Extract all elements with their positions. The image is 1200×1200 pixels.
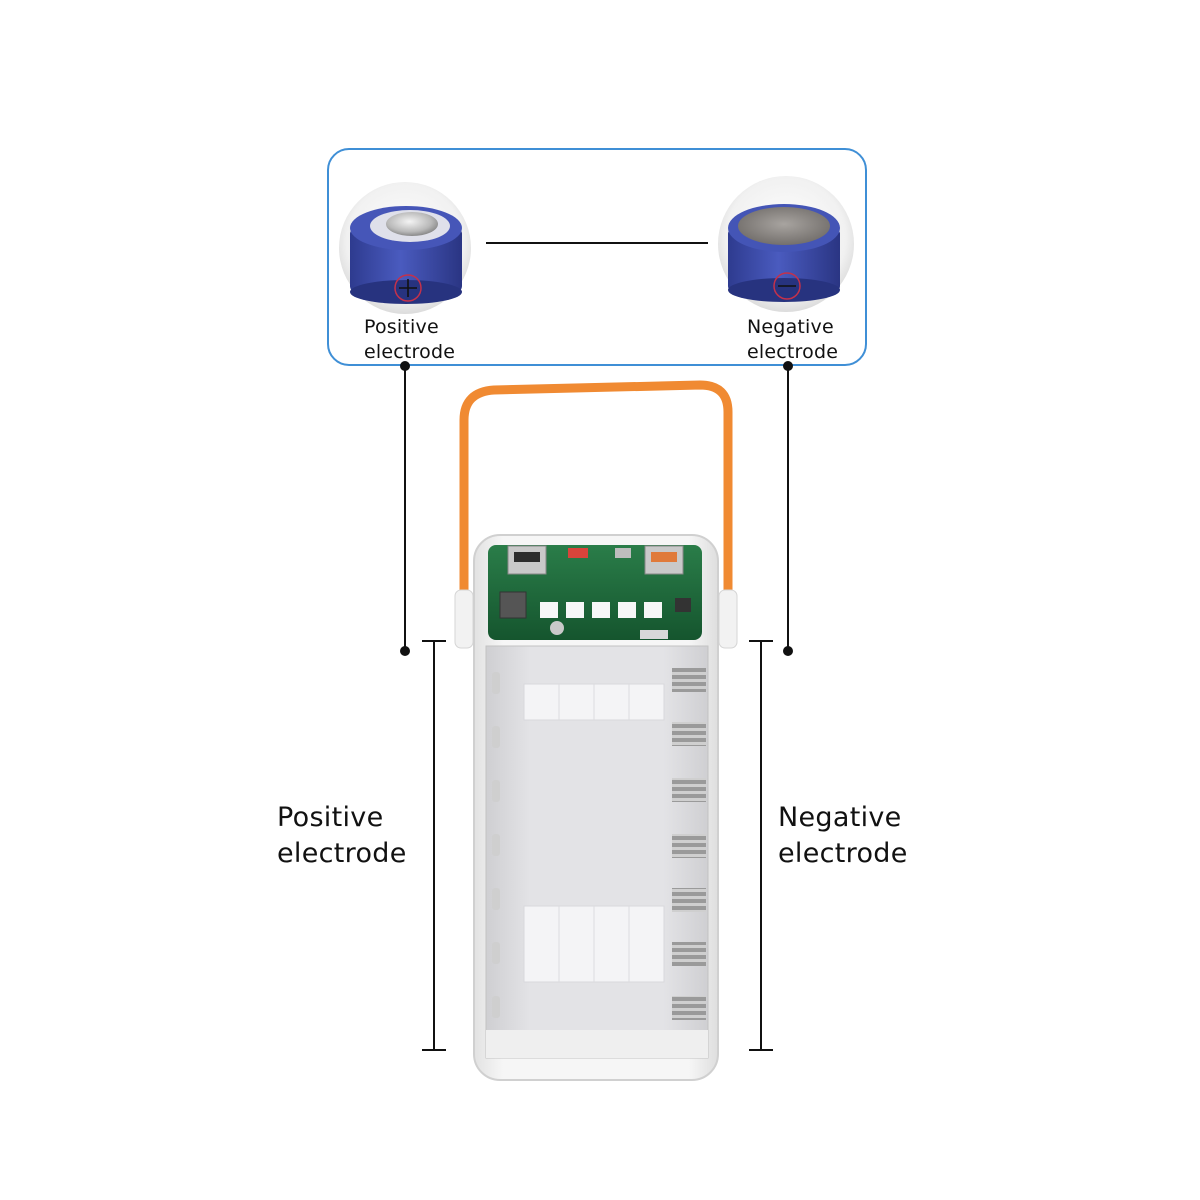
battery-case bbox=[473, 534, 719, 1081]
callout-positive-label-line1: Positive bbox=[364, 316, 439, 338]
callout-negative-label-line1: Negative bbox=[747, 316, 834, 338]
plus-icon bbox=[394, 274, 422, 302]
callout-positive-label-line2: electrode bbox=[364, 341, 456, 364]
main-negative-label-line2: electrode bbox=[778, 837, 908, 869]
positive-range-bracket bbox=[422, 640, 446, 1051]
main-positive-label-line1: Positive bbox=[277, 802, 384, 833]
callout-positive-label: Positive electrode bbox=[364, 315, 455, 365]
callout-negative-label-line2: electrode bbox=[747, 341, 839, 364]
main-positive-label-line2: electrode bbox=[277, 837, 407, 869]
negative-range-bracket bbox=[749, 640, 773, 1051]
main-positive-label: Positive electrode bbox=[277, 800, 407, 871]
main-negative-label-line1: Negative bbox=[778, 802, 902, 833]
positive-cell-image bbox=[339, 182, 471, 314]
negative-cell-image bbox=[718, 176, 854, 312]
callout-negative-label: Negative electrode bbox=[747, 315, 838, 365]
electrode-callout-box bbox=[327, 148, 867, 366]
positive-leader-line bbox=[400, 361, 410, 656]
carry-handle bbox=[459, 380, 733, 645]
negative-leader-line bbox=[783, 361, 793, 656]
minus-icon bbox=[773, 272, 801, 300]
main-negative-label: Negative electrode bbox=[778, 800, 908, 871]
